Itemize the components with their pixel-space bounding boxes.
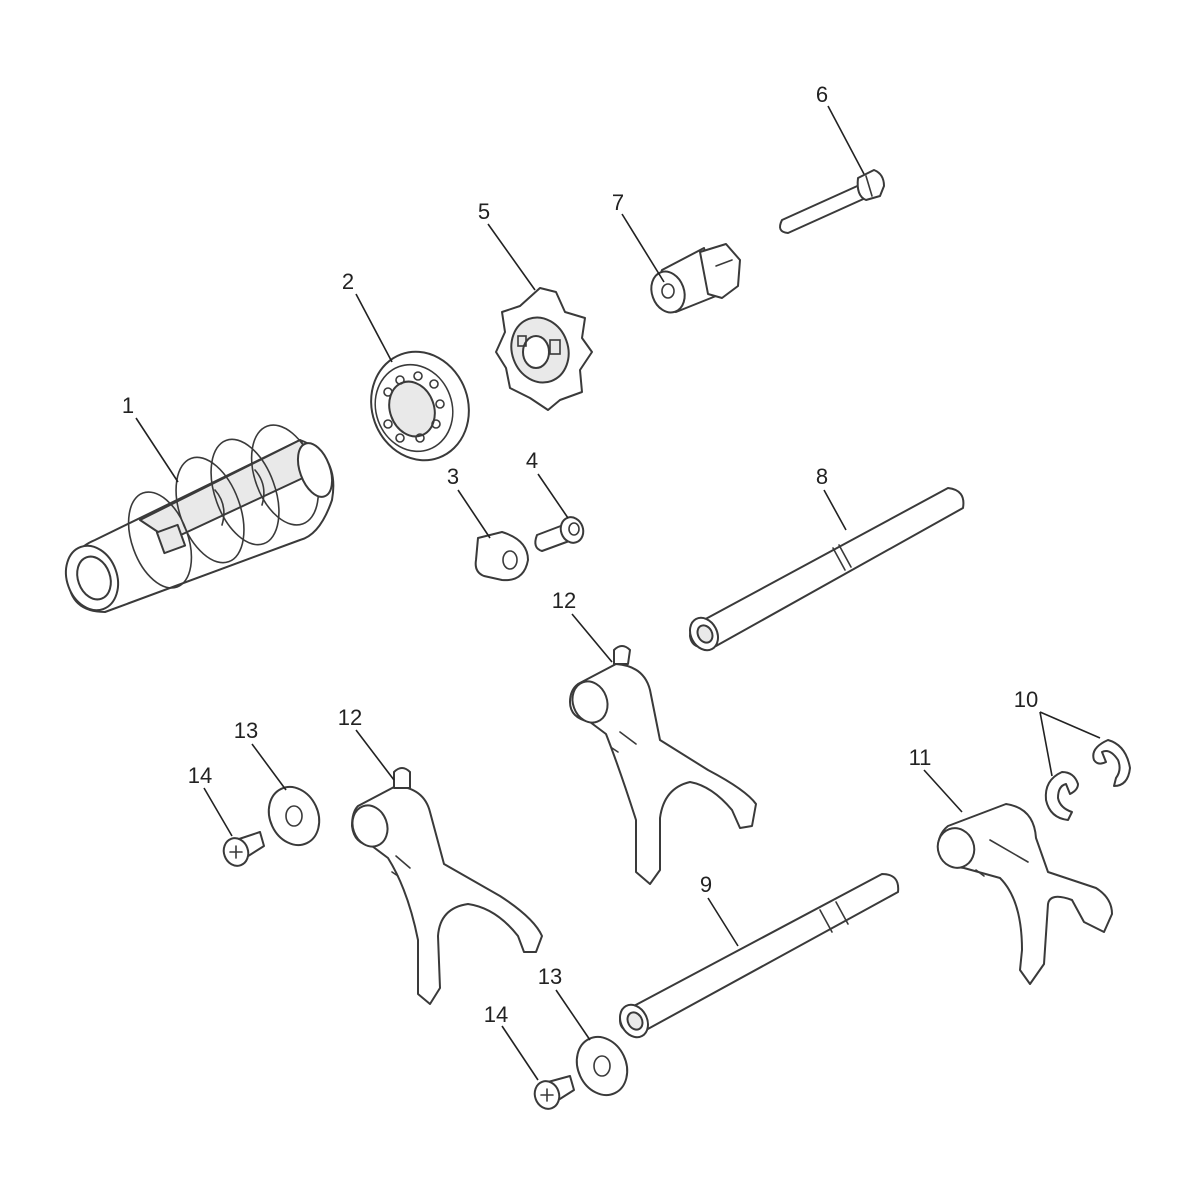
callout-2: 2 xyxy=(342,269,354,294)
callout-14-lower: 14 xyxy=(484,1002,508,1027)
selector-drum xyxy=(64,424,335,613)
callout-labels: 1 2 3 4 5 6 7 8 9 10 11 12 12 13 13 14 1… xyxy=(122,82,1038,1027)
screw-14-lower xyxy=(533,1075,575,1110)
callout-13-upper: 13 xyxy=(234,718,258,743)
bearing xyxy=(370,350,470,462)
callout-13-lower: 13 xyxy=(538,964,562,989)
retaining-plate xyxy=(474,531,529,582)
fork-shaft-8 xyxy=(689,487,965,652)
callout-6: 6 xyxy=(816,82,828,107)
callout-5: 5 xyxy=(478,199,490,224)
washer-13-lower xyxy=(575,1035,629,1097)
washer-13-upper xyxy=(267,785,321,847)
callout-7: 7 xyxy=(612,190,624,215)
selector-fork-12-upper xyxy=(569,645,757,885)
screw-4 xyxy=(534,516,585,552)
detent-cam xyxy=(495,287,593,411)
callout-9: 9 xyxy=(700,872,712,897)
bolt-6 xyxy=(779,169,885,234)
callout-4: 4 xyxy=(526,448,538,473)
callout-10: 10 xyxy=(1014,687,1038,712)
callout-8: 8 xyxy=(816,464,828,489)
callout-11: 11 xyxy=(909,745,932,770)
callout-12-lower: 12 xyxy=(338,705,362,730)
neutral-switch xyxy=(650,243,741,314)
callout-3: 3 xyxy=(447,464,459,489)
screw-14-upper xyxy=(222,831,265,867)
circlips xyxy=(1044,739,1131,821)
selector-fork-11 xyxy=(936,803,1113,985)
callout-12-upper: 12 xyxy=(552,588,576,613)
selector-fork-12-lower xyxy=(351,767,543,1005)
callout-1: 1 xyxy=(122,393,134,418)
fork-shaft-9 xyxy=(619,873,900,1039)
callout-14-upper: 14 xyxy=(188,763,212,788)
leader-lines xyxy=(135,105,1101,1081)
